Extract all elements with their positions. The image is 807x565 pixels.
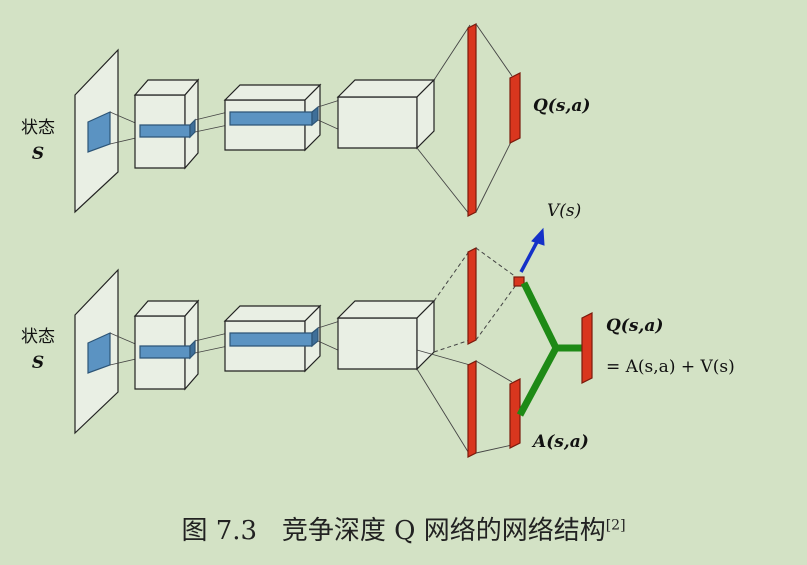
bottom-state-symbol: S (31, 353, 45, 373)
bottom-state-label: 状态 S (18, 324, 58, 376)
figure-caption: 图 7.3 竞争深度 Q 网络的网络结构[2] (0, 510, 807, 547)
top-fc-layer (467, 23, 477, 217)
top-conv2-filter (229, 111, 313, 126)
bottom-conv3-box (336, 299, 436, 371)
q-label: Q(s,a) (606, 316, 664, 336)
value-arrow (519, 227, 545, 273)
top-q-label: Q(s,a) (533, 96, 591, 116)
q-output-layer (581, 312, 593, 384)
bottom-conv1-filter (139, 345, 191, 359)
bottom-conv1-box (133, 299, 200, 391)
value-output-node (513, 276, 525, 287)
top-network (74, 23, 521, 217)
top-state-label: 状态 S (18, 115, 58, 167)
top-conv1-filter (139, 124, 191, 138)
value-label: V(s) (547, 201, 582, 221)
caption-prefix: 图 7.3 (181, 516, 258, 546)
bottom-conv2-filter (229, 332, 313, 347)
advantage-label: A(s,a) (533, 432, 589, 452)
advantage-fc-layer (467, 360, 477, 458)
caption-ref: [2] (605, 517, 626, 534)
top-output-layer (509, 72, 521, 144)
green-aggregation (516, 281, 584, 417)
bottom-network (74, 227, 593, 458)
top-state-symbol: S (31, 144, 45, 164)
top-conv1-box (133, 78, 200, 170)
bottom-state-text: 状态 (21, 327, 55, 347)
advantage-output-layer (509, 378, 521, 449)
value-fc-layer (467, 247, 477, 345)
top-conv3-box (336, 78, 436, 150)
q-equation: = A(s,a) + V(s) (606, 357, 735, 377)
top-state-text: 状态 (21, 118, 55, 138)
caption-text: 竞争深度 Q 网络的网络结构 (281, 516, 606, 546)
